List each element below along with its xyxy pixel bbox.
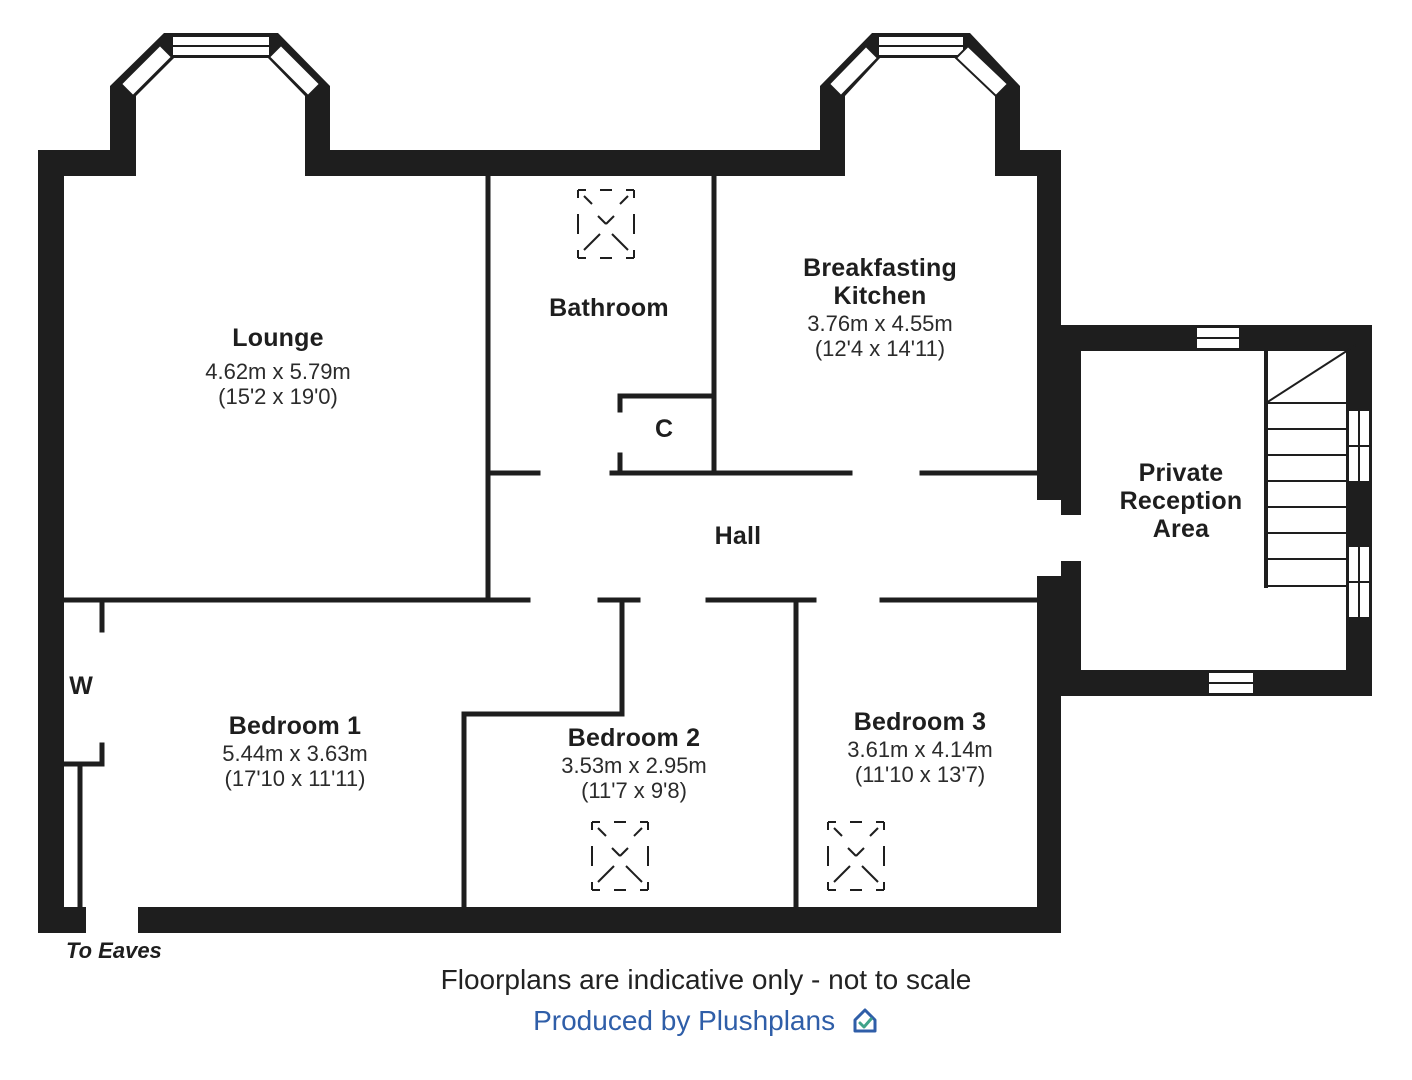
room-lounge: Lounge 4.62m x 5.79m (15'2 x 19'0) [205,324,351,409]
interior-walls [61,173,1040,910]
bay-window-kitchen [820,33,1020,176]
room-hall: Hall [714,522,762,550]
window-icon [954,44,1010,98]
skylight-icon [591,821,649,891]
room-bedroom-3: Bedroom 3 3.61m x 4.14m (11'10 x 13'7) [847,708,993,787]
room-name: Private [1138,459,1224,487]
plushplans-logo-icon [853,1008,877,1033]
room-bathroom: Bathroom [549,294,669,322]
room-reception: Private Reception Area [1120,459,1243,543]
room-metric: 3.53m x 2.95m [561,753,707,778]
room-name: Bedroom 3 [853,708,987,736]
room-imperial: (15'2 x 19'0) [218,383,338,409]
eaves-note: To Eaves [66,938,162,963]
room-name: Area [1152,515,1210,543]
room-name: Bathroom [549,294,669,322]
window-icon [119,43,174,98]
room-imperial: (11'7 x 9'8) [581,777,687,803]
room-name: Reception [1119,487,1243,515]
staircase-icon [1264,344,1357,588]
disclaimer: Floorplans are indicative only - not to … [440,964,972,995]
room-bedroom-2: Bedroom 2 3.53m x 2.95m (11'7 x 9'8) [561,724,707,803]
room-name: Bedroom 1 [228,712,362,740]
room-imperial: (17'10 x 11'11) [224,765,366,791]
room-metric: 3.61m x 4.14m [847,737,993,762]
room-name: Kitchen [833,282,927,310]
room-cupboard: C [654,415,674,443]
credit-text: Produced by Plushplans [533,1005,836,1036]
skylight-icon [577,189,635,259]
skylight-icon [827,821,885,891]
window-icon [267,43,322,98]
room-kitchen: Breakfasting Kitchen 3.76m x 4.55m (12'4… [803,254,957,361]
reception-walls [1061,325,1372,696]
room-metric: 5.44m x 3.63m [222,741,368,766]
room-name: Lounge [232,324,324,352]
room-metric: 3.76m x 4.55m [807,311,953,336]
bay-window-lounge [110,33,330,176]
reception-windows [1195,326,1371,695]
room-imperial: (11'10 x 13'7) [854,761,986,787]
room-bedroom-1: Bedroom 1 5.44m x 3.63m (17'10 x 11'11) [222,712,368,791]
window-icon [827,44,880,98]
room-name: Breakfasting [803,254,957,282]
room-name: Bedroom 2 [567,724,701,752]
room-metric: 4.62m x 5.79m [205,359,351,384]
room-imperial: (12'4 x 14'11) [814,335,946,361]
room-wardrobe: W [69,672,93,700]
credit-line: Produced by Plushplans [0,1005,1412,1037]
